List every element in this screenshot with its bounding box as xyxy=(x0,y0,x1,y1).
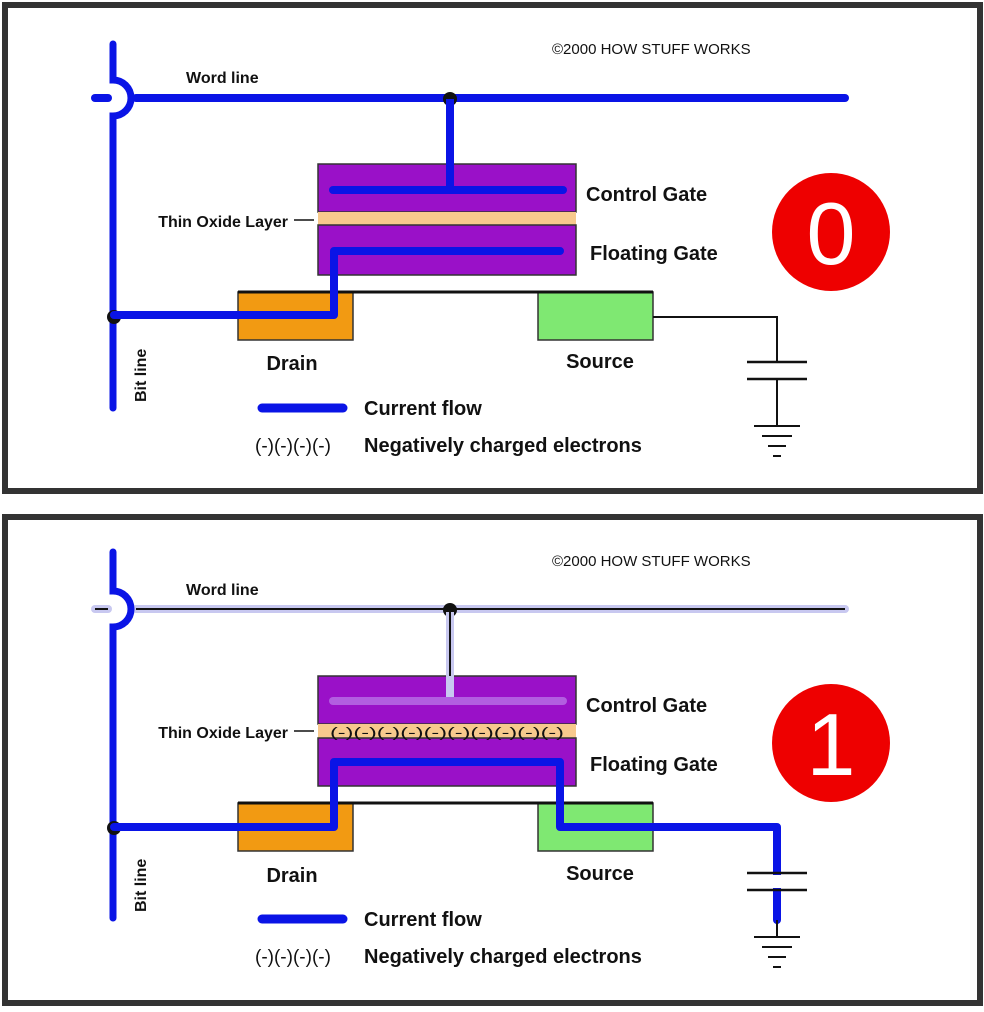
state-value: 0 xyxy=(807,184,856,283)
floating-gate-label: Floating Gate xyxy=(590,243,718,265)
source-label: Source xyxy=(566,351,634,373)
legend-current-label: Current flow xyxy=(364,398,482,420)
drain-label: Drain xyxy=(266,865,317,887)
ground-icon xyxy=(754,936,800,968)
bit-line xyxy=(109,40,135,412)
bit-line-label: Bit line xyxy=(133,349,150,402)
ground-icon xyxy=(754,425,800,457)
bit-line xyxy=(109,548,135,922)
copyright-text: ©2000 HOW STUFF WORKS xyxy=(552,553,751,570)
thin-oxide-layer-label: Thin Oxide Layer xyxy=(158,725,288,742)
legend-electrons-label: Negatively charged electrons xyxy=(364,946,642,968)
trapped-electrons: (-)(-)(-)(-)(-)(-)(-)(-)(-)(-) xyxy=(330,724,564,740)
thin-oxide-layer-label: Thin Oxide Layer xyxy=(158,214,288,231)
legend-electrons-symbol: (-)(-)(-)(-) xyxy=(255,436,331,457)
source-region xyxy=(537,291,654,341)
current-flow-path xyxy=(110,247,564,319)
state-value: 1 xyxy=(807,695,856,794)
control-gate-label: Control Gate xyxy=(586,695,707,717)
thin-oxide-layer xyxy=(318,212,576,225)
legend-current-label: Current flow xyxy=(364,909,482,931)
source-ground-wire xyxy=(653,316,778,362)
copyright-text: ©2000 HOW STUFF WORKS xyxy=(552,41,751,58)
floating-gate-label: Floating Gate xyxy=(590,754,718,776)
legend-electrons-label: Negatively charged electrons xyxy=(364,435,642,457)
drain-label: Drain xyxy=(266,353,317,375)
panel-state-0: ©2000 HOW STUFF WORKS Word line Bit line… xyxy=(2,2,983,494)
bit-line-label: Bit line xyxy=(133,859,150,912)
thin-oxide-layer xyxy=(318,724,576,738)
current-flow-path xyxy=(110,758,781,924)
panel-state-1: ©2000 HOW STUFF WORKS Word line Bit line… xyxy=(2,514,983,1006)
legend-electrons-symbol: (-)(-)(-)(-) xyxy=(255,947,331,968)
state-badge xyxy=(772,684,890,802)
control-gate-label: Control Gate xyxy=(586,184,707,206)
state-badge xyxy=(772,173,890,291)
source-label: Source xyxy=(566,863,634,885)
word-line-label: Word line xyxy=(186,582,259,599)
word-line-label: Word line xyxy=(186,70,259,87)
